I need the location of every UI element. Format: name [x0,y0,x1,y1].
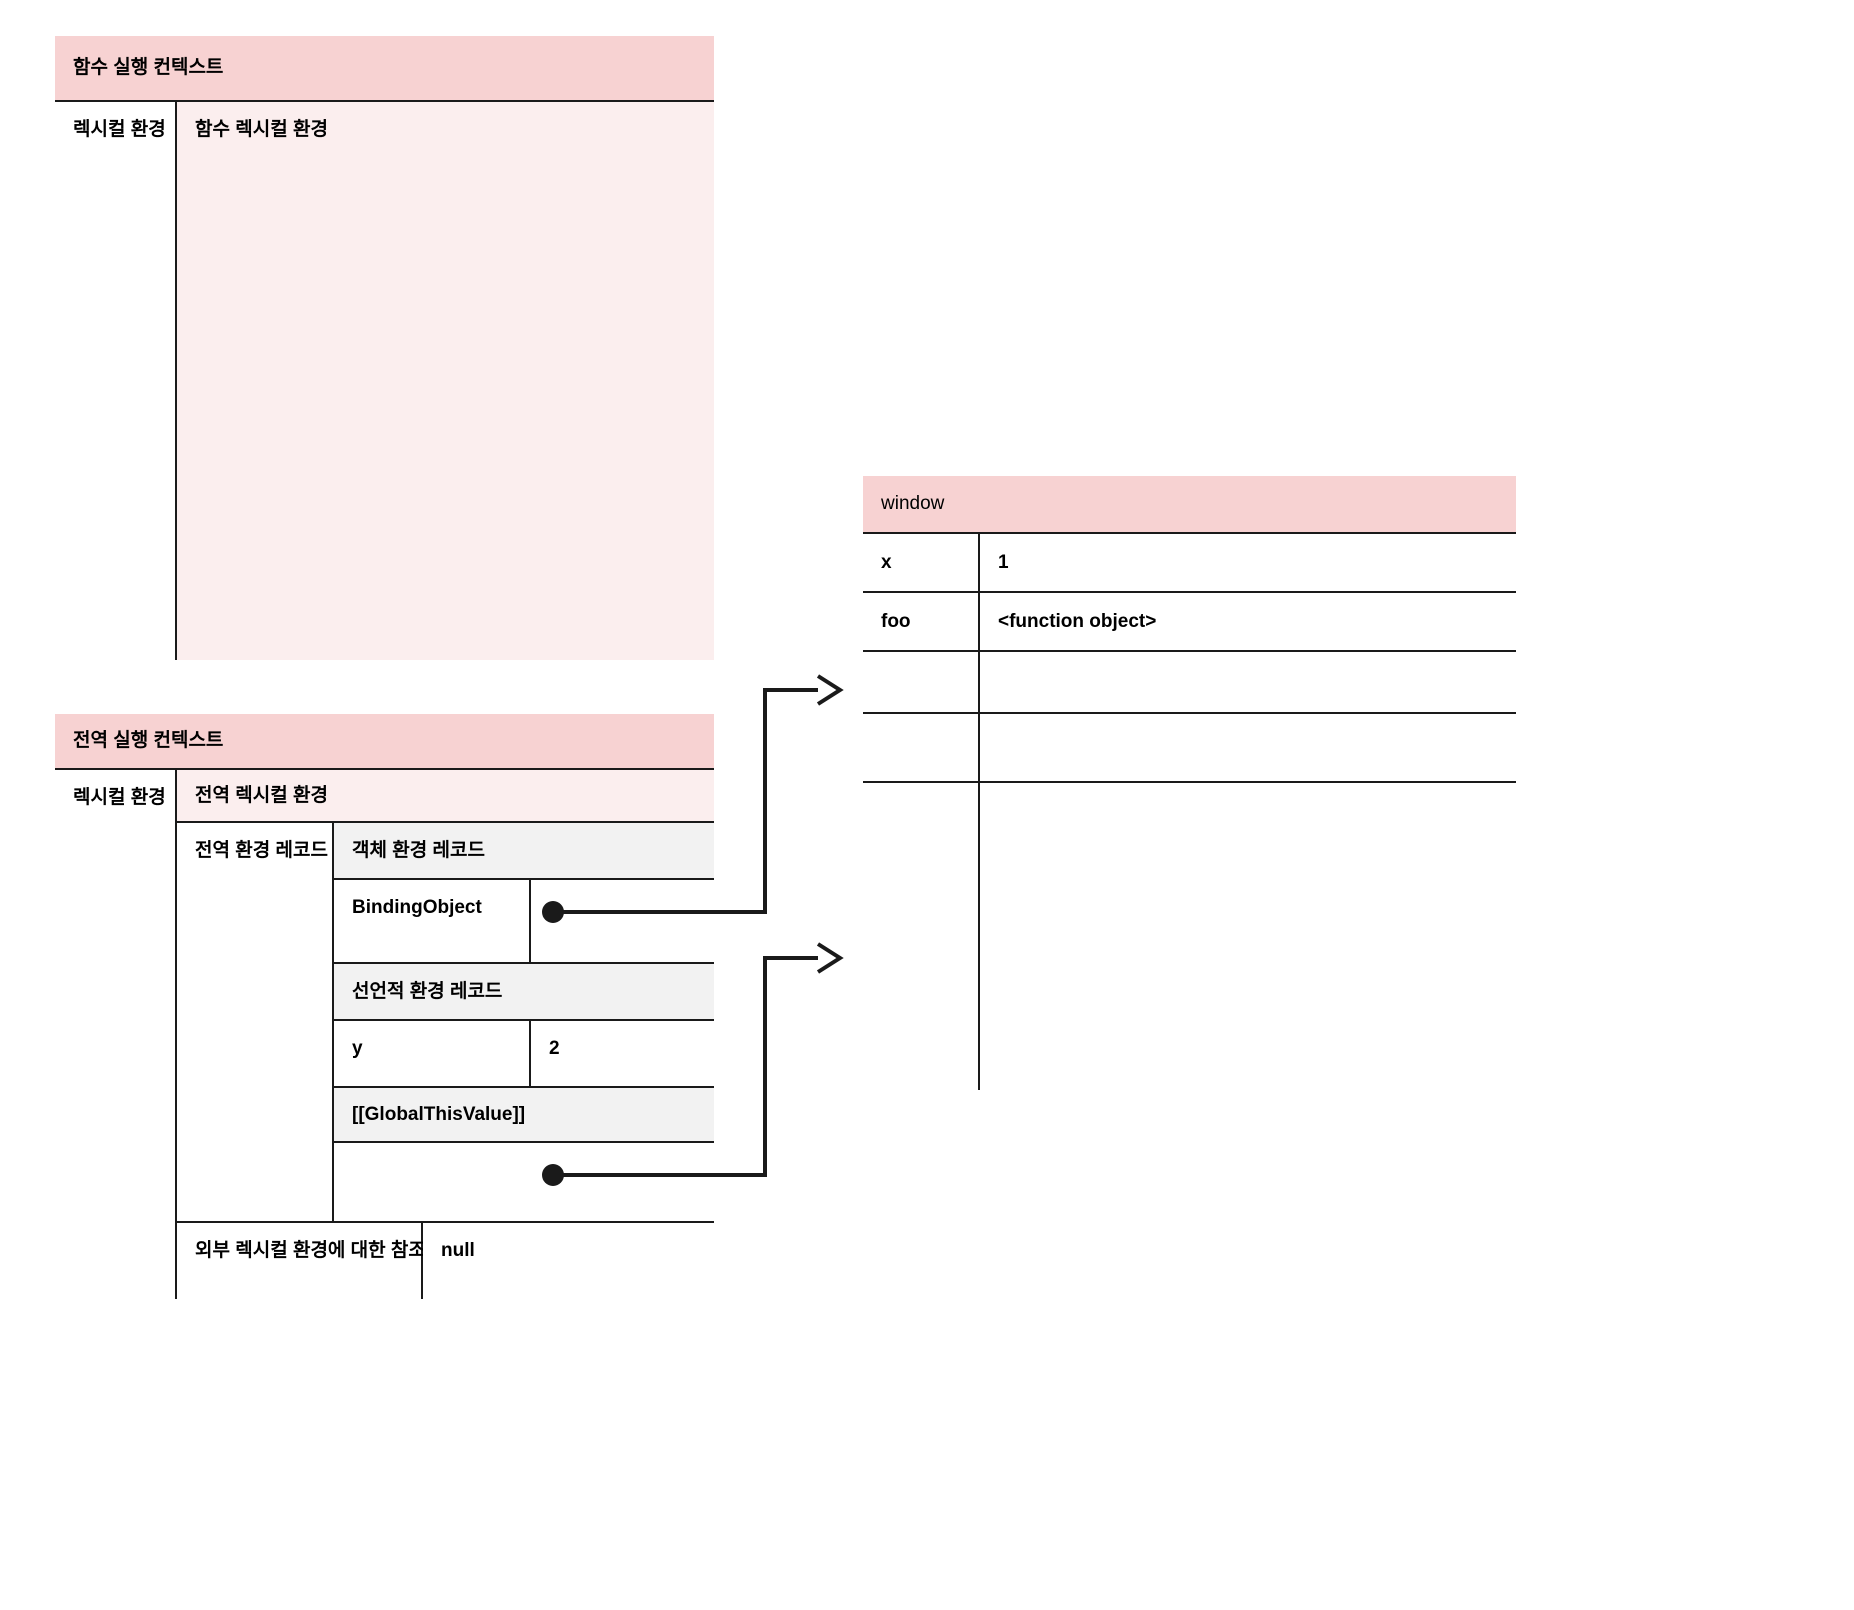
outer-lexical-environment-reference-label: 외부 렉시컬 환경에 대한 참조 [177,1223,426,1299]
function-lexical-environment-label: 함수 렉시컬 환경 [177,102,714,660]
global-this-value-label: [[GlobalThisValue]] [334,1088,714,1143]
declarative-environment-record-label: 선언적 환경 레코드 [334,964,714,1021]
window-property-name: x [863,534,980,593]
window-property-value: 1 [980,534,1516,593]
window-property-name [863,652,980,714]
window-object-table: window x 1 foo <function object> [863,476,1516,1090]
window-property-name [863,783,980,1090]
window-property-value [980,714,1516,783]
function-execution-context-title: 함수 실행 컨텍스트 [55,36,714,102]
global-execution-context-title: 전역 실행 컨텍스트 [55,714,714,770]
object-environment-record-label: 객체 환경 레코드 [334,823,714,880]
declarative-binding-name: y [334,1021,531,1088]
global-environment-record-label: 전역 환경 레코드 [177,823,334,1223]
global-this-value-arrowhead [816,942,844,974]
global-execution-context-table: 전역 실행 컨텍스트 렉시컬 환경 전역 렉시컬 환경 전역 환경 레코드 객체… [55,714,714,1299]
window-property-value [980,783,1516,1090]
declarative-binding-value: 2 [531,1021,714,1088]
binding-object-value [531,880,714,964]
window-property-value: <function object> [980,593,1516,652]
window-property-name: foo [863,593,980,652]
binding-object-label: BindingObject [334,880,531,964]
global-context-lexical-environment-label: 렉시컬 환경 [55,770,177,1299]
window-property-name [863,714,980,783]
global-lexical-environment-label: 전역 렉시컬 환경 [177,770,714,823]
window-property-value [980,652,1516,714]
function-execution-context-table: 함수 실행 컨텍스트 렉시컬 환경 함수 렉시컬 환경 [55,36,714,660]
binding-object-arrowhead [816,674,844,706]
window-object-title: window [863,476,1516,534]
function-context-lexical-environment-label: 렉시컬 환경 [55,102,177,660]
outer-lexical-environment-reference-value: null [423,1223,714,1299]
global-this-value-slot [334,1143,714,1223]
